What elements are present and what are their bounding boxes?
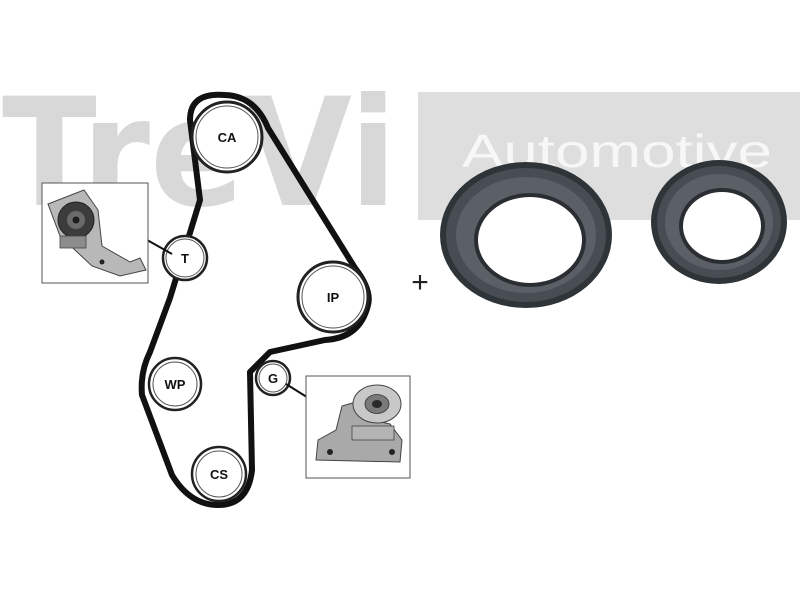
pulley-crankshaft: CS [190,445,248,503]
label-g: G [268,371,278,386]
guide-roller-part-icon [315,384,403,463]
pulley-guide: G [254,359,292,397]
inset-tensioner-image [41,182,149,284]
oil-seal-small [651,160,787,284]
oil-seal-large [440,162,612,308]
label-ca: CA [218,130,237,145]
tensioner-part-icon [47,189,147,277]
pulley-water-pump: WP [147,356,203,412]
pulley-camshaft: CA [190,100,264,174]
pulley-tensioner: T [161,234,209,282]
label-t: T [181,251,189,266]
timing-belt [138,91,372,508]
label-wp: WP [165,377,186,392]
pulley-injection-pump: IP [296,260,370,334]
label-cs: CS [210,467,228,482]
label-ip: IP [327,290,340,305]
plus-sign: + [411,266,429,299]
inset-guide-roller-image [305,375,411,479]
